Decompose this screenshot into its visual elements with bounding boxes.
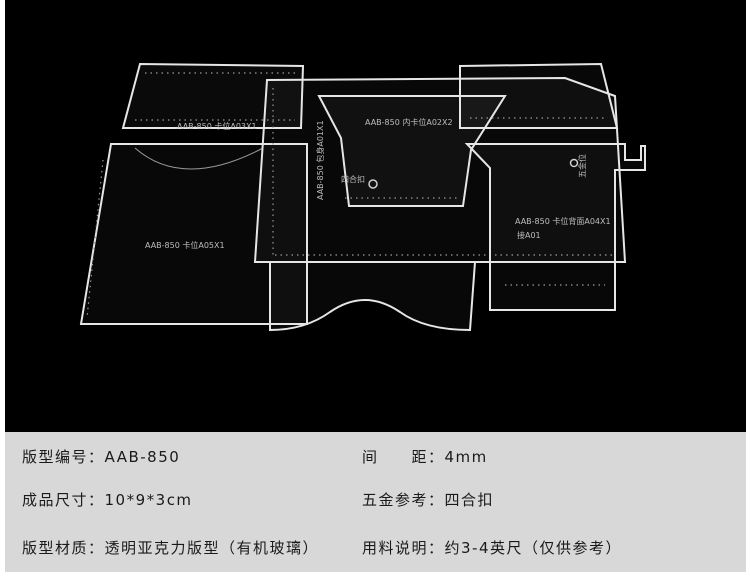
spec-hardware: 五金参考：四合扣 xyxy=(362,489,494,510)
spec-size-label: 成品尺寸： xyxy=(22,491,105,509)
plate-label-a01b: 接A01 xyxy=(517,230,541,240)
spec-size-value: 10*9*3cm xyxy=(104,491,193,509)
spec-size: 成品尺寸：10*9*3cm xyxy=(22,489,193,510)
plate-label-a02: AAB-850 内卡位A02X2 xyxy=(365,117,453,127)
spec-spacing-label: 间 距： xyxy=(362,448,445,466)
spec-material-value: 透明亚克力版型（有机玻璃） xyxy=(104,539,320,557)
spec-model: 版型编号：AAB-850 xyxy=(22,446,180,467)
spec-model-value: AAB-850 xyxy=(104,448,181,466)
spec-material-label: 版型材质： xyxy=(22,539,105,557)
plate-a02: AAB-850 内卡位A02X2 四合扣 xyxy=(317,95,507,207)
spec-usage-value: 约3-4英尺（仅供参考） xyxy=(444,539,623,557)
plate-a04: AAB-850 卡位背面A04X1 接A01 五金位 xyxy=(464,143,646,311)
plate-label-hole: 四合扣 xyxy=(341,174,365,184)
spec-hardware-value: 四合扣 xyxy=(444,491,495,509)
spec-panel: 版型编号：AAB-850 间 距：4mm 成品尺寸：10*9*3cm 五金参考：… xyxy=(5,432,746,572)
spec-usage: 用料说明：约3-4英尺（仅供参考） xyxy=(362,537,622,558)
plate-label-a01: AAB-850 包身A01X1 xyxy=(315,120,325,200)
plate-label-a04: AAB-850 卡位背面A04X1 xyxy=(515,216,611,226)
acrylic-template-plates: AAB-850 卡位A03X1 AAB-850 卡位A05X1 AAB-850 … xyxy=(79,62,646,332)
spec-material: 版型材质：透明亚克力版型（有机玻璃） xyxy=(22,537,319,558)
plate-label-fit: 五金位 xyxy=(577,154,587,178)
plate-a01: AAB-850 包身A01X1 xyxy=(253,76,627,332)
spec-hardware-label: 五金参考： xyxy=(362,491,445,509)
plate-label-a05: AAB-850 卡位A05X1 xyxy=(145,240,225,250)
spec-spacing: 间 距：4mm xyxy=(362,446,488,467)
plate-label-a03: AAB-850 卡位A03X1 xyxy=(177,121,257,131)
spec-usage-label: 用料说明： xyxy=(362,539,445,557)
spec-spacing-value: 4mm xyxy=(444,448,488,466)
spec-model-label: 版型编号： xyxy=(22,448,105,466)
product-photo: AAB-850 卡位A03X1 AAB-850 卡位A05X1 AAB-850 … xyxy=(5,0,746,432)
plate-right-top xyxy=(459,62,619,129)
plate-a03: AAB-850 卡位A03X1 xyxy=(121,62,305,131)
